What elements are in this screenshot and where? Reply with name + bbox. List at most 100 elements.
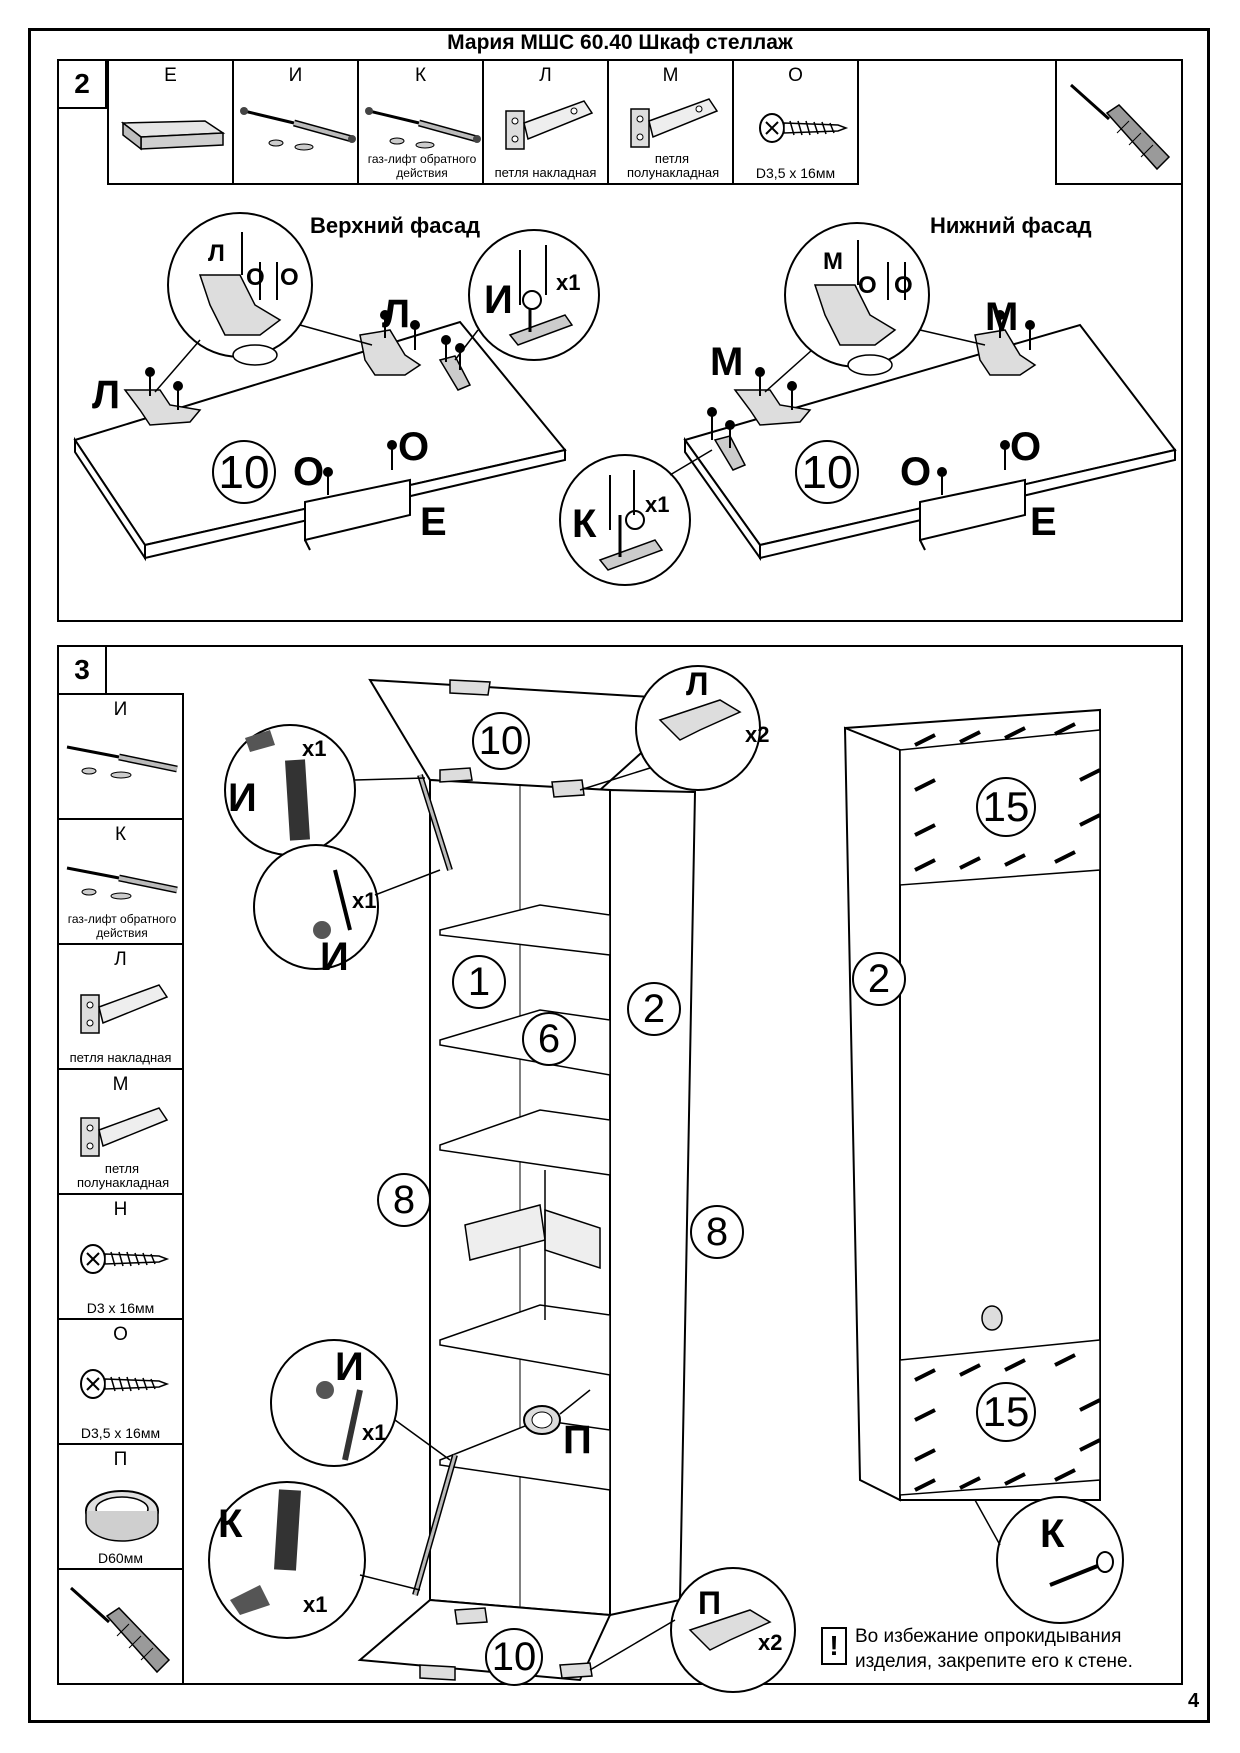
label-lift-i: И: [228, 776, 257, 820]
gas-lift-reverse-icon: [365, 107, 481, 149]
label-hinge-l: Л: [208, 240, 225, 267]
hinge-overlay-icon: [505, 100, 594, 150]
part-cell-i: И: [57, 693, 184, 820]
label-hinge-l: Л: [686, 666, 709, 702]
warning-icon: !: [821, 1627, 847, 1665]
part-letter: К: [414, 65, 427, 86]
label-handle-e: Е: [1030, 500, 1057, 544]
label-screw-k: К: [1040, 1512, 1065, 1556]
label-screw-o: О: [246, 264, 265, 291]
part-cell-m: М петля полунакладная: [607, 59, 734, 185]
warning-line-2: изделия, закрепите его к стене.: [855, 1651, 1133, 1672]
part-number-badge: 15: [976, 1382, 1036, 1442]
upper-facade-drawing: [73, 212, 600, 562]
gas-lift-icon: [240, 107, 356, 151]
label-screw-o: О: [1010, 425, 1042, 469]
screw-icon: [80, 1369, 170, 1399]
label-lift-k: К: [572, 502, 597, 546]
label-grommet-p: П: [563, 1418, 592, 1462]
page-number: 4: [1188, 1690, 1200, 1712]
part-caption: D3 х 16мм: [86, 1300, 155, 1316]
part-number-badge: 8: [377, 1173, 431, 1227]
lift-quantity: x1: [352, 888, 377, 913]
hinge-half-overlay-icon: [80, 1107, 169, 1157]
part-cell-n: Н D3 х 16мм: [57, 1193, 184, 1320]
label-hinge-l: Л: [92, 373, 121, 417]
part-number-badge: 6: [522, 1012, 576, 1066]
part-letter: И: [113, 699, 128, 720]
part-letter: О: [788, 65, 803, 86]
part-cell-k: К газ-лифт обратного действия: [57, 818, 184, 945]
label-hinge-l: Л: [382, 292, 411, 336]
part-caption: петля накладная: [494, 165, 597, 180]
part-caption: газ-лифт обратного действия: [367, 152, 477, 180]
part-letter: О: [113, 1324, 128, 1345]
lower-facade-heading: Нижний фасад: [930, 213, 1092, 238]
part-caption: петля полунакладная: [627, 151, 720, 180]
part-number-badge: 10: [795, 440, 859, 504]
tool-cell: [57, 1568, 184, 1685]
part-letter: Л: [114, 949, 127, 970]
lift-quantity: x1: [556, 270, 581, 295]
part-cell-l: Л петля накладная: [482, 59, 609, 185]
lift-quantity: x1: [362, 1420, 387, 1445]
part-number-badge: 8: [690, 1205, 744, 1259]
part-cell-k: К газ-лифт обратного действия: [357, 59, 484, 185]
hinge-overlay-icon: [80, 984, 169, 1034]
part-letter: Е: [164, 65, 177, 86]
label-screw-o: О: [280, 264, 299, 291]
hinge-quantity: x2: [758, 1630, 783, 1655]
label-screw-o: О: [293, 450, 325, 494]
gas-lift-icon: [66, 745, 178, 779]
part-caption: петля полунакладная: [77, 1161, 170, 1190]
label-hinge-m: М: [710, 340, 744, 384]
part-number-badge: 1: [452, 955, 506, 1009]
label-handle-e: Е: [420, 500, 447, 544]
grommet-icon: [85, 1490, 159, 1542]
part-letter: Л: [539, 65, 552, 86]
label-hinge-m: М: [823, 248, 843, 275]
tool-cell: [1055, 59, 1183, 185]
part-number-badge: 10: [485, 1628, 543, 1686]
label-screw-o: О: [398, 425, 430, 469]
label-lift-k: К: [218, 1502, 243, 1546]
label-hinge-p: П: [698, 1585, 721, 1621]
screw-icon: [80, 1244, 170, 1274]
part-letter: И: [288, 65, 303, 86]
upper-facade-heading: Верхний фасад: [310, 213, 481, 238]
label-screw-o: О: [900, 450, 932, 494]
label-screw-o: О: [858, 272, 877, 299]
screw-icon: [759, 113, 849, 143]
label-lift-i: И: [335, 1345, 364, 1389]
part-caption: газ-лифт обратного действия: [67, 912, 177, 940]
part-letter: П: [113, 1449, 128, 1470]
hinge-half-overlay-icon: [630, 98, 719, 148]
label-hinge-m: М: [985, 295, 1019, 339]
label-lift-i: И: [320, 935, 349, 979]
part-letter: К: [114, 824, 127, 845]
part-caption: D3,5 х 16мм: [80, 1425, 161, 1441]
part-caption: D3,5 х 16мм: [755, 165, 836, 181]
part-number-badge: 2: [852, 952, 906, 1006]
part-cell-o: О D3,5 х 16мм: [732, 59, 859, 185]
page-frame: [28, 28, 1210, 1723]
label-lift-i: И: [484, 278, 513, 322]
hinge-quantity: x2: [745, 722, 770, 747]
part-number-badge: 10: [472, 712, 530, 770]
part-number-badge: 10: [212, 440, 276, 504]
part-number-badge: 15: [976, 777, 1036, 837]
lift-quantity: x1: [645, 492, 670, 517]
lower-facade-drawing: [559, 222, 1177, 586]
part-cell-i: И: [232, 59, 359, 185]
part-cell-p: П D60мм: [57, 1443, 184, 1570]
handle-icon: [120, 120, 226, 151]
screwdriver-icon: [69, 1586, 171, 1674]
screwdriver-icon: [1069, 83, 1171, 171]
part-letter: М: [662, 65, 679, 86]
part-letter: Н: [113, 1199, 128, 1220]
document-title: Мария МШС 60.40 Шкаф стеллаж: [447, 31, 793, 54]
lift-quantity: x1: [302, 736, 327, 761]
lift-quantity: x1: [303, 1592, 328, 1617]
part-caption: петля накладная: [69, 1050, 172, 1065]
